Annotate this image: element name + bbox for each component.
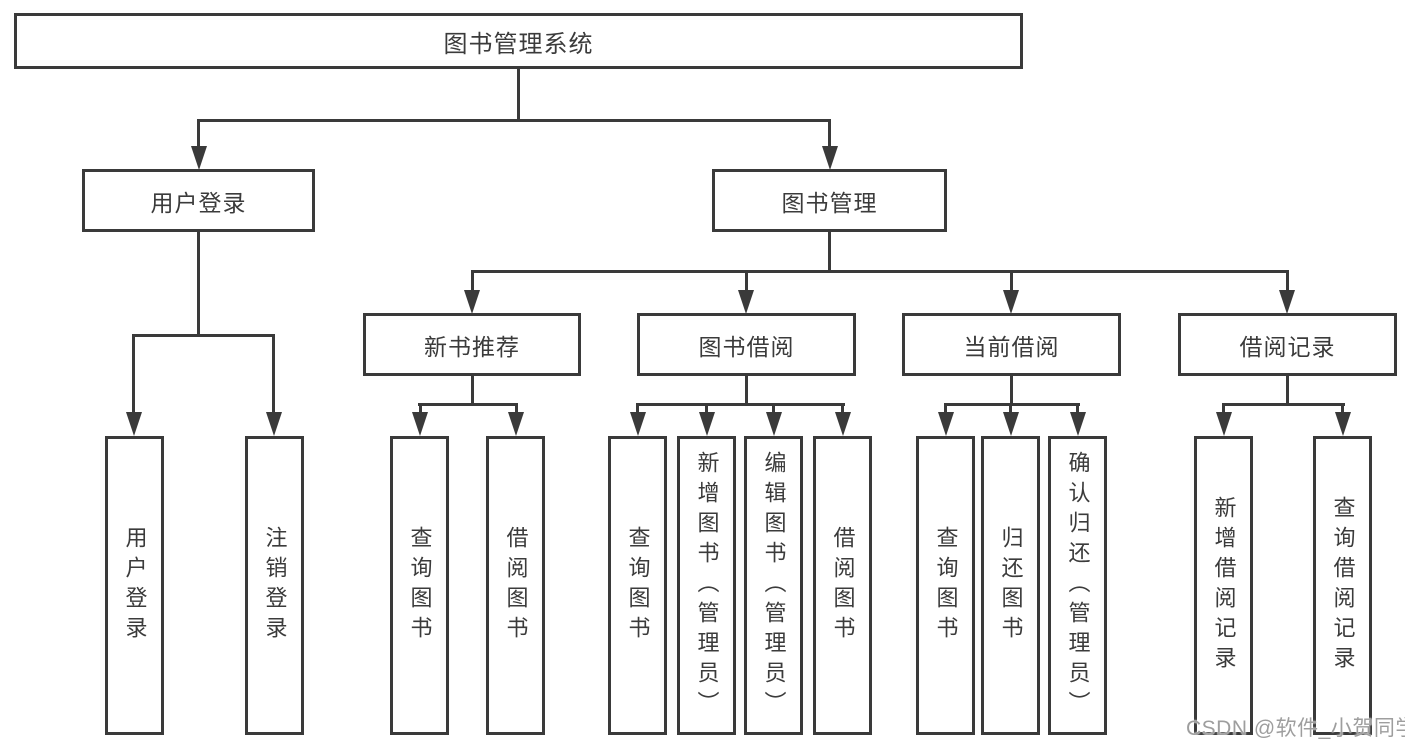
connector-stub: [515, 403, 518, 414]
node-book-borrow: 图书借阅: [637, 313, 856, 376]
node-current-borrow: 当前借阅: [902, 313, 1121, 376]
arrowhead-down-icon: [1335, 412, 1351, 436]
connector-to-new-book: [471, 270, 474, 292]
connector-stub: [705, 403, 708, 414]
leaf-borrow-edit-books-admin: 编辑图书（管理员）: [744, 436, 803, 735]
connector-user-login-stem: [197, 232, 200, 337]
connector-to-leaf-logout: [272, 334, 275, 414]
arrowhead-down-icon: [126, 412, 142, 436]
arrowhead-down-icon: [1070, 412, 1086, 436]
leaf-records-add-record: 新增借阅记录: [1194, 436, 1253, 735]
connector-book-borrow-bar: [636, 403, 845, 406]
connector-root-bar: [197, 119, 831, 122]
node-label: 用户登录: [122, 525, 148, 646]
connector-to-leaf-user-login: [132, 334, 135, 414]
connector-root-to-book-management: [828, 119, 831, 148]
connector-borrow-records-bar: [1222, 403, 1345, 406]
connector-to-borrow-records: [1286, 270, 1289, 292]
arrowhead-down-icon: [1216, 412, 1232, 436]
connector-stub: [636, 403, 639, 414]
leaf-new-book-borrow-books: 借阅图书: [486, 436, 545, 735]
node-book-management: 图书管理: [712, 169, 947, 232]
connector-new-book-bar: [418, 403, 518, 406]
node-label: 图书借阅: [698, 333, 795, 360]
node-label: 编辑图书（管理员）: [761, 450, 787, 721]
node-label: 查询图书: [625, 525, 651, 646]
node-label: 注销登录: [262, 525, 288, 646]
arrowhead-down-icon: [766, 412, 782, 436]
node-library-management-system: 图书管理系统: [14, 13, 1023, 69]
connector-stub: [1076, 403, 1079, 414]
leaf-borrow-add-books-admin: 新增图书（管理员）: [677, 436, 736, 735]
leaf-current-confirm-return-admin: 确认归还（管理员）: [1048, 436, 1107, 735]
arrowhead-down-icon: [191, 146, 207, 170]
arrowhead-down-icon: [835, 412, 851, 436]
connector-stub: [419, 403, 422, 414]
node-label: 图书管理系统: [443, 30, 594, 58]
node-new-book-recommend: 新书推荐: [363, 313, 581, 376]
connector-book-borrow-stem: [745, 375, 748, 406]
arrowhead-down-icon: [1279, 290, 1295, 314]
node-label: 借阅图书: [830, 525, 856, 646]
connector-user-login-bar: [132, 334, 275, 337]
leaf-new-book-query-books: 查询图书: [390, 436, 449, 735]
arrowhead-down-icon: [266, 412, 282, 436]
connector-root-to-user-login: [197, 119, 200, 148]
node-label: 用户登录: [150, 189, 247, 216]
arrowhead-down-icon: [822, 146, 838, 170]
node-label: 确认归还（管理员）: [1065, 450, 1091, 721]
node-label: 查询图书: [933, 525, 959, 646]
connector-current-borrow-stem: [1010, 375, 1013, 406]
connector-new-book-stem: [471, 375, 474, 406]
arrowhead-down-icon: [1003, 412, 1019, 436]
node-label: 查询借阅记录: [1330, 495, 1356, 676]
node-label: 新增图书（管理员）: [694, 450, 720, 721]
leaf-current-query-books: 查询图书: [916, 436, 975, 735]
arrowhead-down-icon: [412, 412, 428, 436]
leaf-logout: 注销登录: [245, 436, 304, 735]
arrowhead-down-icon: [508, 412, 524, 436]
node-label: 查询图书: [407, 525, 433, 646]
connector-stub: [944, 403, 947, 414]
connector-to-book-borrow: [745, 270, 748, 292]
csdn-watermark: CSDN @软件_小贺同学: [1186, 717, 1405, 740]
node-label: 新书推荐: [424, 333, 520, 360]
connector-stub: [841, 403, 844, 414]
node-label: 借阅记录: [1239, 333, 1336, 360]
arrowhead-down-icon: [464, 290, 480, 314]
connector-root-stem: [517, 69, 520, 122]
connector-book-management-stem: [828, 232, 831, 273]
node-label: 借阅图书: [503, 525, 529, 646]
node-label: 新增借阅记录: [1211, 495, 1237, 676]
leaf-user-login: 用户登录: [105, 436, 164, 735]
node-borrow-records: 借阅记录: [1178, 313, 1397, 376]
connector-stub: [772, 403, 775, 414]
arrowhead-down-icon: [938, 412, 954, 436]
connector-borrow-records-stem: [1286, 375, 1289, 406]
arrowhead-down-icon: [699, 412, 715, 436]
connector-stub: [1222, 403, 1225, 414]
connector-stub: [1009, 403, 1012, 414]
node-label: 当前借阅: [963, 333, 1060, 360]
leaf-records-query-record: 查询借阅记录: [1313, 436, 1372, 735]
node-label: 图书管理: [781, 189, 878, 216]
connector-book-management-bar: [471, 270, 1289, 273]
connector-current-borrow-bar: [944, 403, 1080, 406]
arrowhead-down-icon: [1003, 290, 1019, 314]
leaf-borrow-query-books: 查询图书: [608, 436, 667, 735]
connector-to-current-borrow: [1010, 270, 1013, 292]
connector-stub: [1341, 403, 1344, 414]
leaf-current-return-books: 归还图书: [981, 436, 1040, 735]
arrowhead-down-icon: [738, 290, 754, 314]
arrowhead-down-icon: [630, 412, 646, 436]
node-label: 归还图书: [998, 525, 1024, 646]
leaf-borrow-borrow-books: 借阅图书: [813, 436, 872, 735]
node-user-login: 用户登录: [82, 169, 315, 232]
